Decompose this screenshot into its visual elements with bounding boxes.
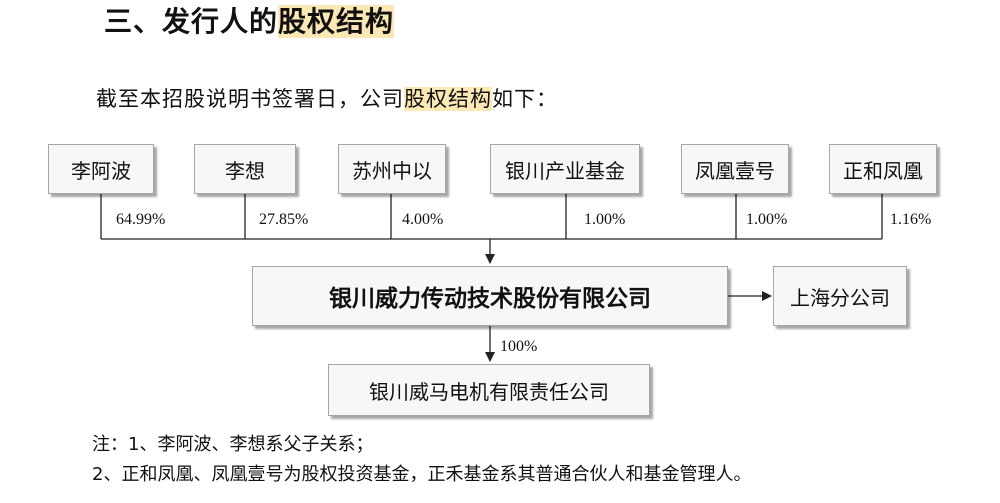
note-line-1: 注：1、李阿波、李想系父子关系； xyxy=(92,434,374,455)
notes: 注：1、李阿波、李想系父子关系； 2、正和凤凰、凤凰壹号为股权投资基金，正禾基金… xyxy=(92,430,751,490)
shareholder-name: 苏州中以 xyxy=(352,158,432,183)
company-name: 银川威力传动技术股份有限公司 xyxy=(329,286,651,312)
shareholder-box-suzhou-zhongyi: 苏州中以 xyxy=(338,144,446,194)
branch-box: 上海分公司 xyxy=(773,266,907,326)
shareholder-name: 正和凤凰 xyxy=(843,158,923,183)
intro-text: 截至本招股说明书签署日，公司股权结构如下： xyxy=(96,84,558,114)
shareholder-name: 李想 xyxy=(225,158,265,183)
intro-highlight: 股权结构 xyxy=(404,87,492,111)
shareholder-box-fenghuang-yihao: 凤凰壹号 xyxy=(681,144,789,194)
intro-suffix: 如下： xyxy=(492,87,558,111)
heading-highlight: 股权结构 xyxy=(278,5,395,38)
shareholder-name: 凤凰壹号 xyxy=(695,158,775,183)
pct-zhenghe-fenghuang: 1.16% xyxy=(890,211,932,228)
branch-name: 上海分公司 xyxy=(790,285,890,310)
shareholder-name: 银川产业基金 xyxy=(505,158,625,183)
subsidiary-name: 银川威马电机有限责任公司 xyxy=(369,379,609,404)
pct-fenghuang-yihao: 1.00% xyxy=(746,211,788,228)
pct-li-abo: 64.99% xyxy=(116,211,166,228)
shareholder-box-yinchuan-industry-fund: 银川产业基金 xyxy=(490,144,640,194)
pct-suzhou-zhongyi: 4.00% xyxy=(402,211,444,228)
shareholder-box-li-abo: 李阿波 xyxy=(48,144,154,194)
shareholder-name: 李阿波 xyxy=(71,158,131,183)
subsidiary-box: 银川威马电机有限责任公司 xyxy=(328,364,650,416)
shareholder-box-li-xiang: 李想 xyxy=(194,144,296,194)
pct-yinchuan-industry-fund: 1.00% xyxy=(584,211,626,228)
heading-prefix: 三、发行人的 xyxy=(104,5,279,38)
company-box: 银川威力传动技术股份有限公司 xyxy=(252,266,728,326)
section-heading: 三、发行人的股权结构 xyxy=(104,2,395,42)
intro-prefix: 截至本招股说明书签署日，公司 xyxy=(96,87,404,111)
pct-subsidiary: 100% xyxy=(500,338,538,355)
note-line-2: 2、正和凤凰、凤凰壹号为股权投资基金，正禾基金系其普通合伙人和基金管理人。 xyxy=(92,464,752,485)
pct-li-xiang: 27.85% xyxy=(259,211,309,228)
shareholder-box-zhenghe-fenghuang: 正和凤凰 xyxy=(829,144,937,194)
